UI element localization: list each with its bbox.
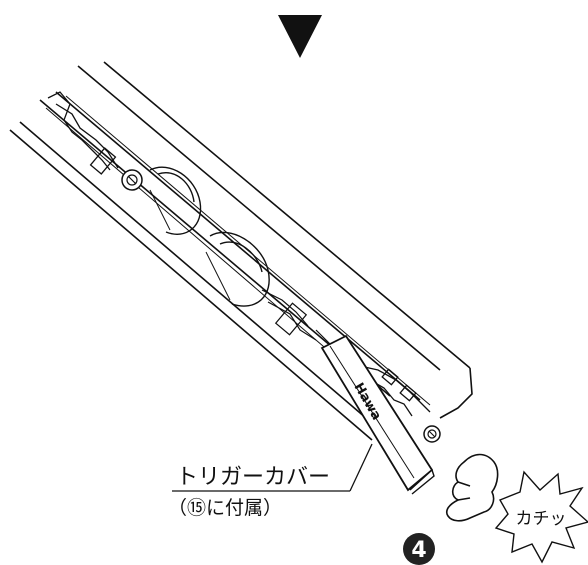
left-bracket <box>47 91 119 175</box>
callout-leader <box>172 443 373 492</box>
right-bracket <box>359 365 431 417</box>
sound-text: カチッ <box>516 509 567 529</box>
roller-2 <box>205 231 270 307</box>
rail-assembly <box>9 61 473 441</box>
step-badge <box>403 533 435 565</box>
sound-burst-icon <box>494 470 588 564</box>
screw-icon-right <box>423 425 441 443</box>
hand-icon <box>445 453 499 522</box>
screw-icon-left <box>121 169 143 191</box>
roller-1 <box>149 166 202 235</box>
trigger-cover <box>320 334 435 495</box>
step-number: 4 <box>411 538 426 563</box>
callout-label-line1: トリガーカバー <box>176 465 330 490</box>
down-arrow-icon <box>278 15 322 58</box>
callout-label-line2: （⑮に付属） <box>168 497 282 519</box>
